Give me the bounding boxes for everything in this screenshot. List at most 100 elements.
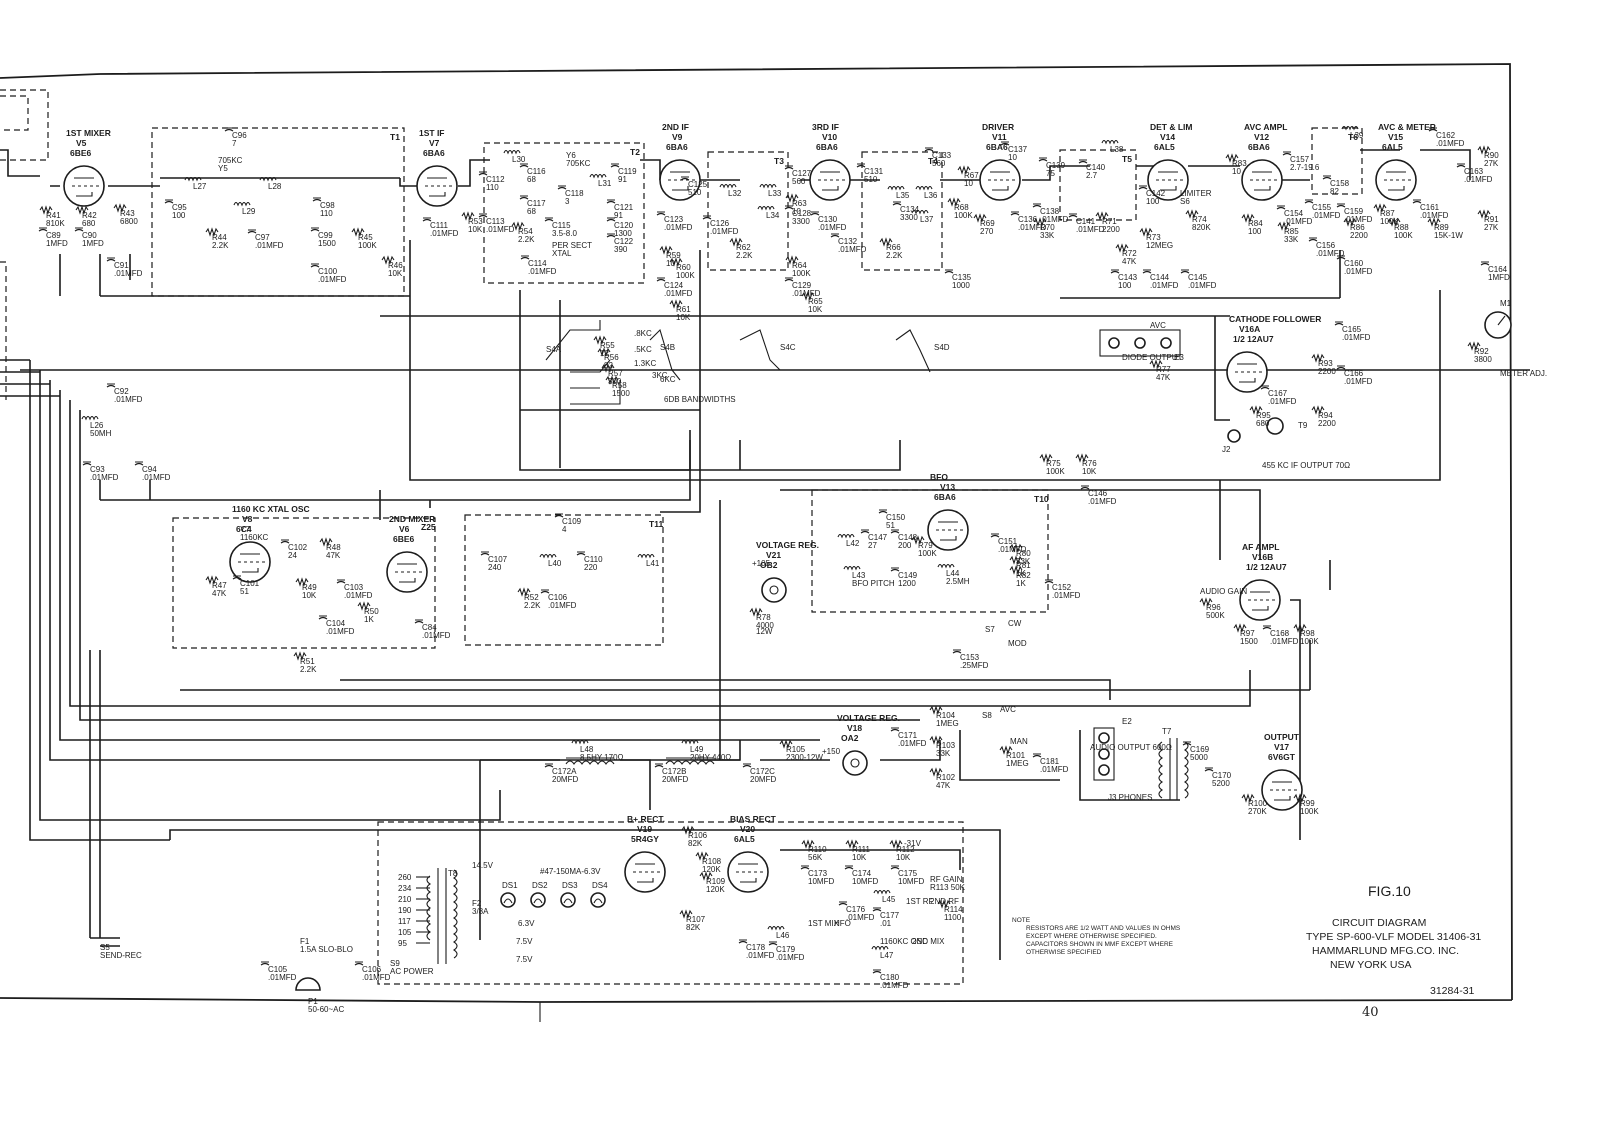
resistor-symbol [973, 213, 987, 223]
component-designator: C145 [1188, 273, 1208, 282]
component-value: R113 50K [930, 883, 966, 892]
component-designator: L28 [268, 182, 282, 191]
component-value: 2200 [1102, 225, 1120, 234]
component-value: .01MFD [362, 973, 391, 982]
shield-box-label-t1: T1 [390, 132, 400, 142]
component-designator: C141 [1076, 217, 1096, 226]
pilot-lamp-label: DS2 [532, 881, 548, 890]
component-value: .01MFD [1018, 223, 1047, 232]
tube-ref-v16b: V16B [1252, 552, 1273, 562]
component-value: 120K [706, 885, 725, 894]
component-value: 47K [1122, 257, 1137, 266]
inductor-symbol [637, 553, 655, 559]
resistor-symbol [357, 601, 371, 611]
component-c156: C156.01MFD [1308, 237, 1345, 258]
component-designator: R101 [1006, 751, 1026, 760]
component-value: .01MFD [548, 601, 577, 610]
capacitor-symbol [1428, 127, 1438, 132]
component-value: 24 [288, 551, 297, 560]
component-value: 10K [1082, 467, 1097, 476]
component-designator: R109 [706, 877, 726, 886]
component-c91: C91.01MFD [106, 257, 143, 278]
component-designator: C116 [527, 167, 546, 176]
component-designator: C97 [255, 233, 270, 242]
component-s7: S7 [985, 625, 995, 634]
capacitor-symbol [944, 269, 954, 274]
capacitor-symbol [519, 195, 529, 200]
misc-label: METER ADJ. [1500, 369, 1547, 378]
component-value: .01MFD [898, 739, 927, 748]
component-value: 1.5A SLO-BLO [300, 945, 353, 954]
component-t7: T7 [1162, 727, 1172, 736]
component-value: .01MFD [1268, 397, 1297, 406]
component-designator: R65 [808, 297, 823, 306]
component-designator: R58 [612, 381, 627, 390]
component-l33: L33 [759, 183, 782, 198]
component-designator: R41 [46, 211, 61, 220]
component-c126: C126.01MFD [702, 215, 739, 236]
ac-plug-p1[interactable] [295, 977, 321, 991]
component-value: 5200 [1212, 779, 1230, 788]
tube-ref-v8: V8 [242, 514, 253, 524]
component-value: 20HY-440Ω [690, 753, 731, 762]
component-c106: C106.01MFD [354, 961, 391, 982]
title-line-4: NEW YORK USA [1330, 959, 1412, 971]
tube-role-v13: BFO [930, 472, 948, 482]
shield-box-t6 [1311, 127, 1363, 195]
resistor-symbol [1241, 213, 1255, 223]
terminal-strip-e2[interactable] [1093, 727, 1115, 781]
figure-number: FIG.10 [1368, 883, 1411, 899]
component-designator: C89 [46, 231, 61, 240]
terminal-strip-e3[interactable] [1099, 329, 1181, 357]
component-c168: C168.01MFD [1262, 625, 1299, 646]
component-value: 2.2K [886, 251, 903, 260]
capacitor-symbol [1180, 269, 1190, 274]
component-c177: C177.01 [872, 907, 900, 928]
component-value: 270K [1248, 807, 1267, 816]
component-designator: R78 [756, 613, 771, 622]
bandwidth-switch-s4[interactable] [520, 320, 931, 471]
resistor-symbol [929, 735, 943, 745]
component-designator: S5 [100, 943, 110, 952]
component-value: .01MFD [1040, 765, 1069, 774]
component-c163: C163.01MFD [1456, 163, 1493, 184]
inductor-symbol [589, 173, 607, 179]
component-c154: C154.01MFD [1276, 205, 1313, 226]
left-dashed-box [0, 89, 49, 161]
component-c123: C123.01MFD [656, 211, 693, 232]
component-value: 8.5HY-170Ω [580, 753, 624, 762]
component-value: 2.2K [300, 665, 317, 674]
component-value: 100K [1394, 231, 1413, 240]
component-value: 33K [936, 749, 951, 758]
jack-j2[interactable] [1227, 429, 1241, 443]
component-designator: T8 [448, 869, 458, 878]
component-designator: C98 [320, 201, 335, 210]
misc-label: -31V [904, 839, 922, 848]
component-designator: C125 [688, 180, 708, 189]
capacitor-symbol [890, 529, 900, 534]
component-designator: C162 [1436, 131, 1456, 140]
title-line-3: HAMMARLUND MFG.CO. INC. [1312, 945, 1459, 957]
pilot-lamp-label: DS4 [592, 881, 608, 890]
